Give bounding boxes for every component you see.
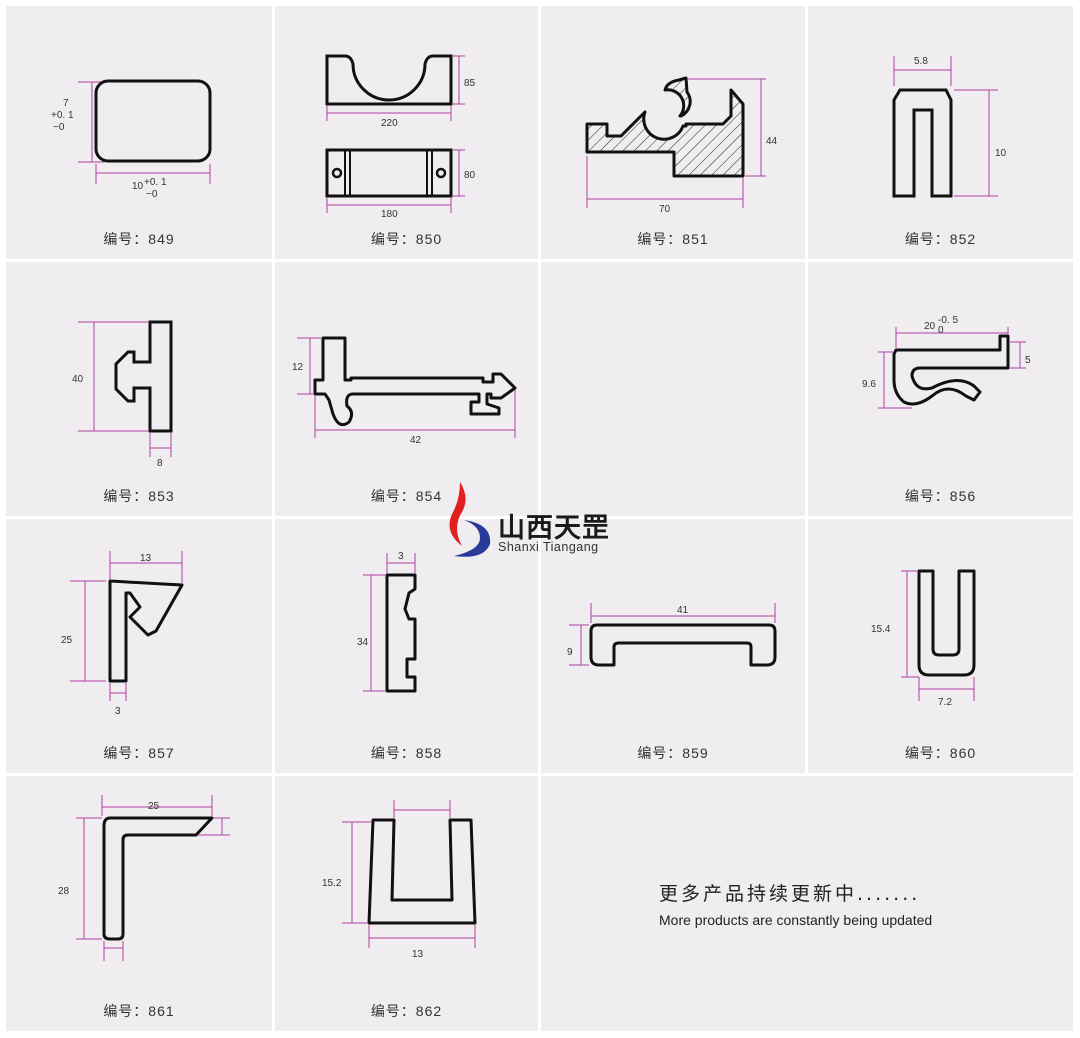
- svg-text:10: 10: [132, 181, 144, 192]
- logo-text-en: Shanxi Tiangang: [498, 540, 599, 554]
- more-products-cn: 更多产品持续更新中.......: [659, 883, 921, 905]
- svg-text:25: 25: [148, 801, 160, 812]
- svg-text:7.2: 7.2: [938, 697, 952, 708]
- part-number-label: 编号：852: [904, 231, 977, 247]
- part-number-label: 编号：854: [370, 488, 443, 504]
- part-851-drawing: 44 70: [585, 76, 778, 215]
- logo-text-cn: 山西天罡: [498, 513, 610, 544]
- svg-text:44: 44: [766, 136, 778, 147]
- svg-text:13: 13: [140, 553, 152, 564]
- svg-text:9.6: 9.6: [862, 379, 876, 390]
- part-860-drawing: 15.4 7.2: [871, 569, 976, 708]
- part-number-label: 编号：849: [103, 231, 175, 247]
- part-card-850: 85 220 80 180 编号：850: [275, 6, 538, 259]
- svg-text:3: 3: [115, 706, 121, 717]
- part-857-drawing: 13 25 3: [61, 551, 184, 717]
- svg-text:5: 5: [1025, 355, 1031, 366]
- part-854-drawing: 12 42: [292, 336, 517, 446]
- svg-text:180: 180: [381, 209, 398, 220]
- part-number-label: 编号：858: [370, 745, 443, 761]
- svg-text:5.8: 5.8: [914, 56, 928, 67]
- part-card-858: 3 34 编号：858: [275, 519, 538, 773]
- part-card-854: 12 42 编号：854: [275, 262, 538, 516]
- svg-text:-0. 5: -0. 5: [938, 315, 958, 326]
- svg-text:85: 85: [464, 78, 476, 89]
- more-products-en: More products are constantly being updat…: [659, 912, 933, 928]
- svg-text:3: 3: [398, 551, 404, 562]
- part-number-label: 编号：851: [637, 231, 709, 247]
- svg-text:+0. 1: +0. 1: [51, 110, 74, 121]
- part-861-drawing: 25 28: [58, 795, 230, 961]
- part-number-label: 编号：859: [637, 745, 709, 761]
- part-number-label: 编号：856: [904, 488, 977, 504]
- part-856-drawing: 20 -0. 5 0 5 9.6: [862, 315, 1031, 409]
- more-products-card: 更多产品持续更新中....... More products are const…: [541, 776, 1073, 1031]
- part-card-862: 15.2 13 编号：862: [275, 776, 538, 1031]
- svg-text:15.2: 15.2: [322, 878, 342, 889]
- part-card-861: 25 28 编号：861: [6, 776, 272, 1031]
- part-859-drawing: 41 9: [567, 603, 777, 667]
- product-grid: 7 +0. 1 −0 10 +0. 1 −0 编号：849 85: [6, 6, 1073, 1031]
- svg-text:40: 40: [72, 374, 84, 385]
- part-card-853: 40 8 编号：853: [6, 262, 272, 516]
- part-number-label: 编号：850: [370, 231, 443, 247]
- part-862-drawing: 15.2 13: [322, 800, 477, 960]
- part-849-drawing: 7 +0. 1 −0 10 +0. 1 −0: [51, 79, 212, 200]
- part-card-851: 44 70 编号：851: [541, 6, 805, 259]
- part-card-852: 5.8 10 编号：852: [808, 6, 1073, 259]
- svg-text:20: 20: [924, 321, 936, 332]
- part-number-label: 编号：857: [103, 745, 175, 761]
- svg-text:9: 9: [567, 647, 573, 658]
- svg-text:34: 34: [357, 637, 369, 648]
- svg-text:12: 12: [292, 362, 304, 373]
- svg-text:42: 42: [410, 435, 422, 446]
- part-850-drawing: 85 220 80 180: [325, 54, 476, 220]
- part-card-859: 41 9 编号：859: [541, 519, 805, 773]
- part-card-849: 7 +0. 1 −0 10 +0. 1 −0 编号：849: [6, 6, 272, 259]
- part-card-860: 15.4 7.2 编号：860: [808, 519, 1073, 773]
- company-logo: 山西天罡 Shanxi Tiangang: [440, 480, 640, 560]
- svg-text:70: 70: [659, 204, 671, 215]
- svg-text:8: 8: [157, 458, 163, 469]
- part-852-drawing: 5.8 10: [892, 56, 1007, 198]
- svg-text:7: 7: [63, 98, 69, 109]
- more-products-message: 更多产品持续更新中....... More products are const…: [659, 879, 932, 928]
- svg-text:220: 220: [381, 118, 398, 129]
- empty-card: [541, 262, 805, 516]
- part-853-drawing: 40 8: [72, 320, 173, 469]
- part-card-856: 20 -0. 5 0 5 9.6 编号：856: [808, 262, 1073, 516]
- svg-text:0: 0: [938, 325, 944, 336]
- part-number-label: 编号：853: [103, 488, 175, 504]
- part-number-label: 编号：862: [370, 1003, 443, 1019]
- svg-text:+0. 1: +0. 1: [144, 177, 167, 188]
- svg-text:41: 41: [677, 605, 689, 616]
- svg-text:10: 10: [995, 148, 1007, 159]
- svg-text:28: 28: [58, 886, 70, 897]
- svg-text:−0: −0: [146, 189, 158, 200]
- svg-text:13: 13: [412, 949, 424, 960]
- svg-text:−0: −0: [53, 122, 65, 133]
- svg-text:80: 80: [464, 170, 476, 181]
- part-number-label: 编号：861: [103, 1003, 175, 1019]
- svg-text:25: 25: [61, 635, 73, 646]
- part-858-drawing: 3 34: [357, 551, 417, 693]
- svg-text:15.4: 15.4: [871, 624, 891, 635]
- part-card-857: 13 25 3 编号：857: [6, 519, 272, 773]
- flame-icon: [449, 482, 491, 557]
- part-number-label: 编号：860: [904, 745, 977, 761]
